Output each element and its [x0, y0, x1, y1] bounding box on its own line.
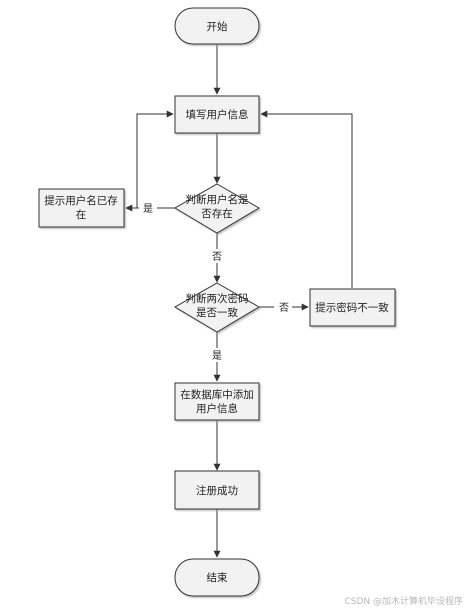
- check-name-label-line1: 判断用户名是: [186, 193, 249, 206]
- add-user-node: 在数据库中添加 用户信息: [174, 382, 260, 421]
- reg-success-node: 注册成功: [174, 470, 260, 510]
- start-node: 开始: [174, 7, 260, 45]
- name-exists-label-line1: 提示用户名已存: [44, 194, 118, 207]
- end-node: 结束: [174, 558, 260, 597]
- edge-label-no-pwd-match: 否: [279, 302, 289, 314]
- edge-label-yes-name-exists: 是: [143, 203, 153, 215]
- check-pwd-decision: 判断两次密码 是否一致: [174, 282, 260, 333]
- fill-info-node: 填写用户信息: [174, 95, 260, 134]
- csdn-watermark: CSDN @加木计算机毕设程序: [344, 597, 463, 607]
- pwd-mismatch-label: 提示密码不一致: [315, 301, 389, 314]
- start-label: 开始: [207, 20, 228, 33]
- edge-exists-to-fill: [136, 110, 174, 208]
- reg-success-label: 注册成功: [196, 484, 238, 497]
- fill-info-label: 填写用户信息: [186, 108, 249, 121]
- pwd-mismatch-node: 提示密码不一致: [309, 288, 396, 327]
- add-user-label-line1: 在数据库中添加: [180, 388, 254, 401]
- edge-label-yes-pwd-match: 是: [212, 350, 222, 362]
- check-pwd-label-line2: 是否一致: [196, 306, 238, 319]
- name-exists-label-line2: 在: [76, 209, 87, 221]
- check-pwd-label-line1: 判断两次密码: [186, 292, 249, 305]
- name-exists-node: 提示用户名已存 在: [38, 188, 125, 228]
- edge-label-no-name-exists: 否: [212, 251, 222, 263]
- check-name-decision: 判断用户名是 否存在: [174, 183, 260, 234]
- end-label: 结束: [207, 571, 228, 584]
- check-name-label-line2: 否存在: [201, 207, 233, 220]
- edge-mismatch-to-fill: [260, 110, 353, 288]
- add-user-label-line2: 用户信息: [196, 402, 238, 415]
